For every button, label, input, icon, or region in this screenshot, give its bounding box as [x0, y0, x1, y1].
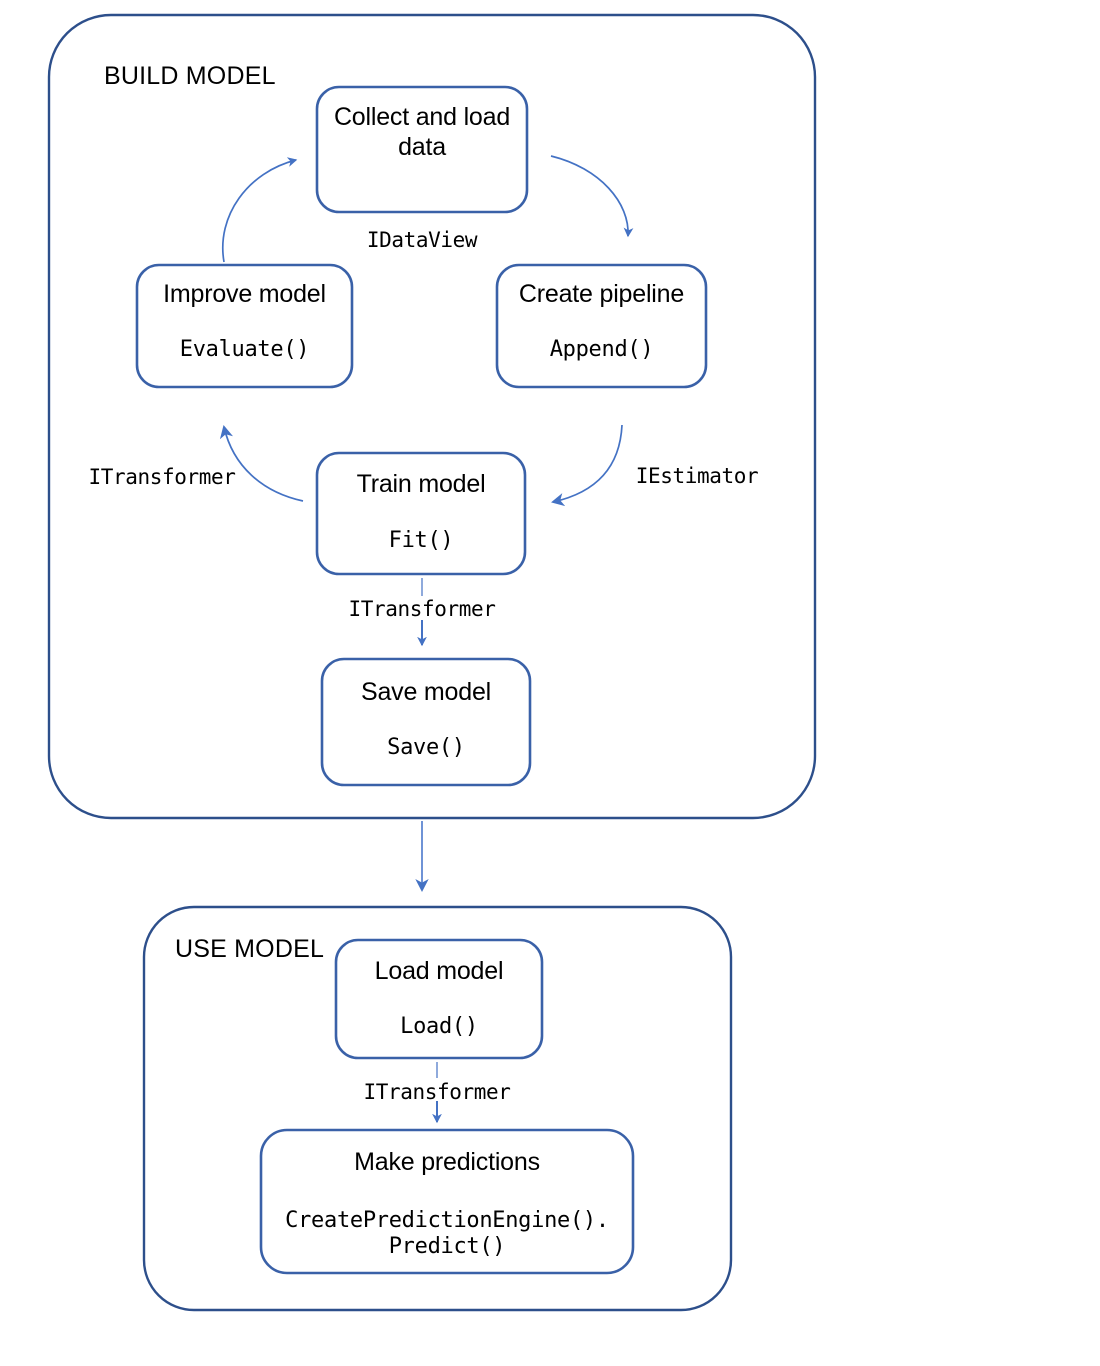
node-api-predict: CreatePredictionEngine(). Predict() [285, 1208, 609, 1259]
node-box-load[interactable] [334, 938, 544, 1060]
section-label-build-model: BUILD MODEL [104, 62, 276, 90]
arrow-improve-to-collect [222, 157, 298, 263]
node-api-load: Load() [400, 1014, 478, 1039]
build-model-container [47, 13, 817, 820]
node-api-improve: Evaluate() [179, 337, 310, 362]
node-title-create-pipeline: Create pipeline [518, 280, 685, 308]
node-box-collect[interactable] [315, 85, 529, 214]
edge-label-iestimator: IEstimator [635, 464, 759, 488]
node-box-save[interactable] [320, 657, 532, 787]
node-title-train: Train model [356, 470, 486, 498]
node-title-load: Load model [374, 957, 504, 985]
node-box-predict[interactable] [259, 1128, 635, 1275]
edge-label-idataview: IDataView [366, 228, 478, 252]
node-api-save: Save() [387, 735, 465, 760]
node-api-create-pipeline: Append() [549, 337, 654, 362]
edge-label-itransformer-save: ITransformer [348, 597, 496, 621]
node-api-train: Fit() [388, 528, 454, 553]
arrow-train-to-improve [219, 425, 304, 502]
edge-label-itransformer-improve: ITransformer [88, 465, 236, 489]
arrow-collect-to-pipeline [550, 155, 634, 238]
node-box-train[interactable] [315, 451, 527, 576]
node-title-predict: Make predictions [354, 1148, 540, 1176]
section-label-use-model: USE MODEL [175, 935, 325, 963]
node-box-create-pipeline[interactable] [495, 263, 708, 389]
node-title-save: Save model [360, 678, 492, 706]
arrow-pipeline-to-train [551, 424, 623, 507]
node-box-improve[interactable] [135, 263, 354, 389]
use-model-container [142, 905, 733, 1312]
node-title-collect: Collect and load data [333, 103, 511, 161]
edge-label-itransformer-predict: ITransformer [363, 1080, 511, 1104]
node-title-improve: Improve model [163, 280, 326, 308]
